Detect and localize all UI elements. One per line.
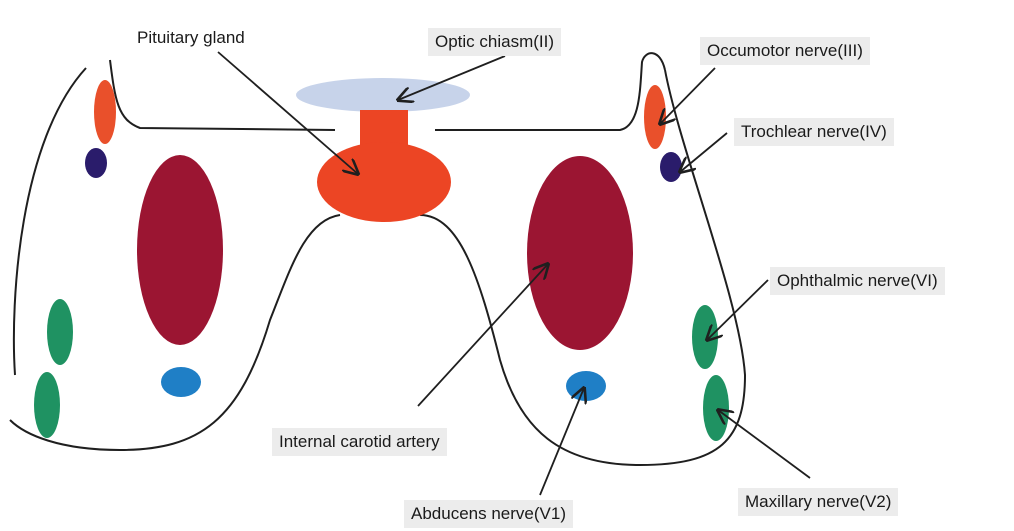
label-maxillary-nerve: Maxillary nerve(V2) xyxy=(738,488,898,516)
arrow-pituitary xyxy=(218,52,358,174)
right-oculomotor-shape xyxy=(644,85,666,149)
arrow-maxillary xyxy=(718,410,810,478)
label-optic-chiasm: Optic chiasm(II) xyxy=(428,28,561,56)
left-maxillary-shape xyxy=(34,372,60,438)
label-abducens-nerve: Abducens nerve(V1) xyxy=(404,500,573,528)
right-trochlear-shape xyxy=(660,152,682,182)
pituitary-gland-shape xyxy=(317,142,451,222)
label-trochlear-nerve: Trochlear nerve(IV) xyxy=(734,118,894,146)
right-ophthalmic-shape xyxy=(692,305,718,369)
left-carotid-shape xyxy=(137,155,223,345)
right-abducens-shape xyxy=(566,371,606,401)
label-pituitary-gland: Pituitary gland xyxy=(130,24,252,52)
label-internal-carotid-artery: Internal carotid artery xyxy=(272,428,447,456)
left-trochlear-shape xyxy=(85,148,107,178)
arrow-oculomotor xyxy=(660,68,715,124)
arrow-abducens xyxy=(540,388,584,495)
optic-chiasm-shape xyxy=(296,78,470,112)
right-carotid-shape xyxy=(527,156,633,350)
arrow-carotid xyxy=(418,264,548,406)
left-oculomotor-shape xyxy=(94,80,116,144)
left-ophthalmic-shape xyxy=(47,299,73,365)
label-oculomotor-nerve: Occumotor nerve(III) xyxy=(700,37,870,65)
right-maxillary-shape xyxy=(703,375,729,441)
label-ophthalmic-nerve: Ophthalmic nerve(VI) xyxy=(770,267,945,295)
left-abducens-shape xyxy=(161,367,201,397)
